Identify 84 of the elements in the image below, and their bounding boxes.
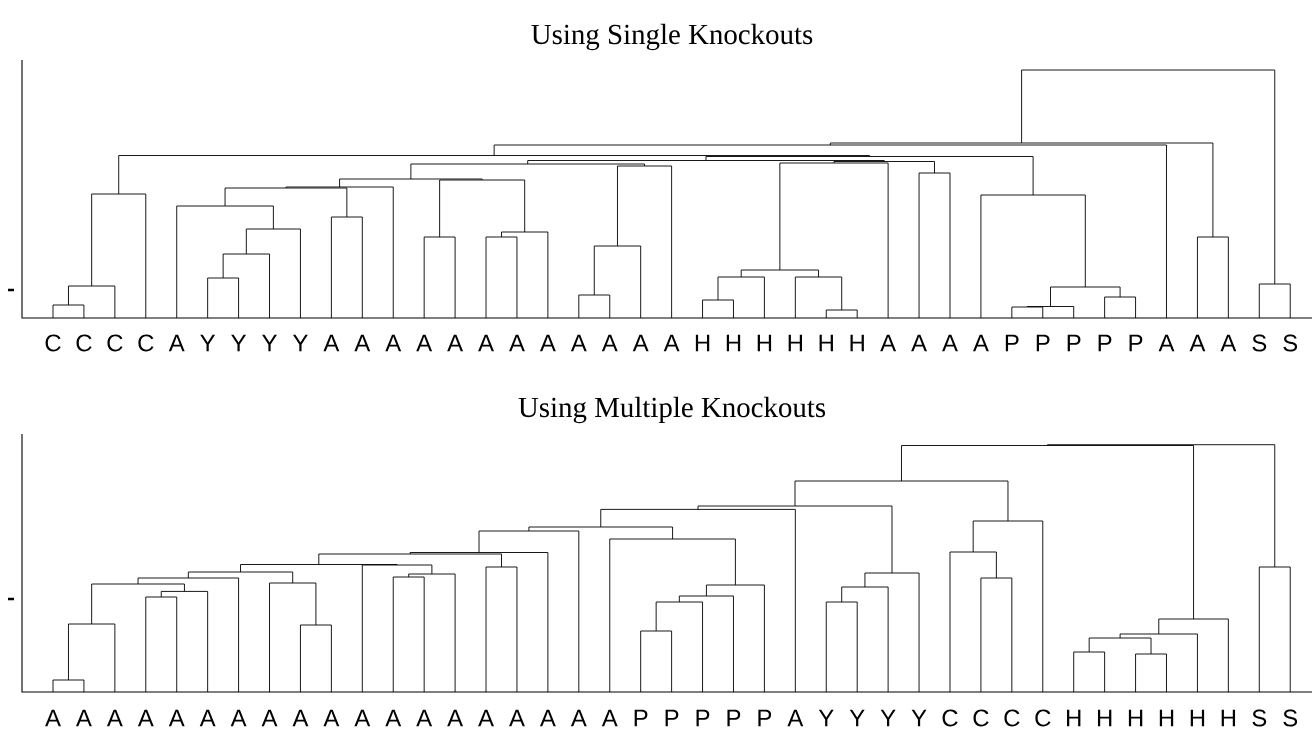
leaf-label: A: [601, 334, 618, 352]
leaf-label: Y: [262, 334, 277, 352]
leaf-label: P: [634, 709, 648, 727]
leaf-label: H: [726, 334, 741, 352]
leaf-label: A: [539, 709, 556, 727]
leaf-label: A: [478, 709, 494, 727]
leaf-label: A: [509, 334, 525, 352]
leaf-label: H: [1190, 709, 1205, 727]
leaf-label: Y: [849, 709, 865, 727]
leaf-label: A: [416, 334, 433, 352]
leaf-label: C: [107, 334, 123, 352]
leaf-label: P: [758, 709, 772, 727]
leaf-label: A: [1220, 334, 1237, 352]
leaf-label: C: [942, 709, 958, 727]
leaf-label: A: [632, 334, 649, 352]
leaf-label: H: [695, 334, 710, 352]
leaf-label: H: [1159, 709, 1174, 727]
leaf-label: A: [199, 709, 216, 727]
leaf-label: A: [447, 709, 464, 727]
leaf-label: H: [850, 334, 864, 352]
leaf-label: S: [1283, 709, 1298, 727]
leaf-label: A: [787, 709, 804, 727]
panel-title: Using Single Knockouts: [531, 23, 813, 51]
leaf-label: S: [1283, 334, 1298, 352]
leaf-label: A: [663, 334, 680, 352]
leaf-label: A: [168, 709, 185, 727]
leaf-label: A: [601, 709, 618, 727]
leaf-label: C: [973, 709, 989, 727]
leaf-label: A: [570, 334, 587, 352]
leaf-label: H: [819, 334, 833, 352]
leaf-label: Y: [231, 334, 247, 352]
leaf-label: A: [45, 709, 61, 727]
leaf-label: A: [137, 709, 154, 727]
leaf-label: A: [570, 709, 587, 727]
leaf-label: C: [1004, 709, 1020, 727]
leaf-label: H: [1128, 709, 1143, 727]
leaf-label: A: [539, 334, 556, 352]
leaf-label: A: [973, 334, 989, 352]
leaf-label: Y: [880, 709, 896, 727]
panel-title: Using Multiple Knockouts: [518, 396, 826, 424]
leaf-label: Y: [911, 709, 927, 727]
leaf-label: A: [942, 334, 958, 352]
leaf-label: A: [1158, 334, 1175, 352]
leaf-label: H: [1097, 709, 1112, 727]
leaf-label: A: [1189, 334, 1206, 352]
leaf-label: A: [416, 709, 433, 727]
leaf-label: P: [1129, 334, 1143, 352]
leaf-label: P: [727, 709, 741, 727]
leaf-label: P: [665, 709, 679, 727]
leaf-label: S: [1252, 709, 1267, 727]
leaf-label: A: [354, 334, 371, 352]
leaf-label: A: [323, 709, 340, 727]
leaf-label: A: [911, 334, 927, 352]
leaf-label: A: [447, 334, 464, 352]
leaf-label: C: [138, 334, 154, 352]
leaf-label: P: [1036, 334, 1050, 352]
leaf-label: A: [478, 334, 494, 352]
leaf-label: P: [1098, 334, 1112, 352]
leaf-label: A: [106, 709, 123, 727]
leaf-label: A: [168, 334, 185, 352]
leaf-label: A: [354, 709, 371, 727]
leaf-label: Y: [818, 709, 834, 727]
leaf-label: C: [1035, 709, 1051, 727]
leaf-label: A: [292, 709, 309, 727]
leaf-label: P: [696, 709, 710, 727]
leaf-label: S: [1252, 334, 1267, 352]
leaf-label: A: [385, 709, 402, 727]
leaf-label: A: [230, 709, 247, 727]
leaf-label: A: [261, 709, 278, 727]
leaf-label: H: [788, 334, 802, 352]
leaf-label: C: [45, 334, 61, 352]
leaf-label: C: [76, 334, 92, 352]
leaf-label: A: [385, 334, 402, 352]
leaf-label: Y: [200, 334, 216, 352]
leaf-label: P: [1005, 334, 1019, 352]
leaf-label: A: [323, 334, 340, 352]
leaf-label: H: [1221, 709, 1236, 727]
leaf-label: A: [76, 709, 92, 727]
leaf-label: H: [1067, 709, 1081, 727]
leaf-label: Y: [293, 334, 308, 352]
leaf-label: A: [509, 709, 525, 727]
leaf-label: H: [757, 334, 772, 352]
leaf-label: A: [880, 334, 897, 352]
leaf-label: P: [1067, 334, 1081, 352]
